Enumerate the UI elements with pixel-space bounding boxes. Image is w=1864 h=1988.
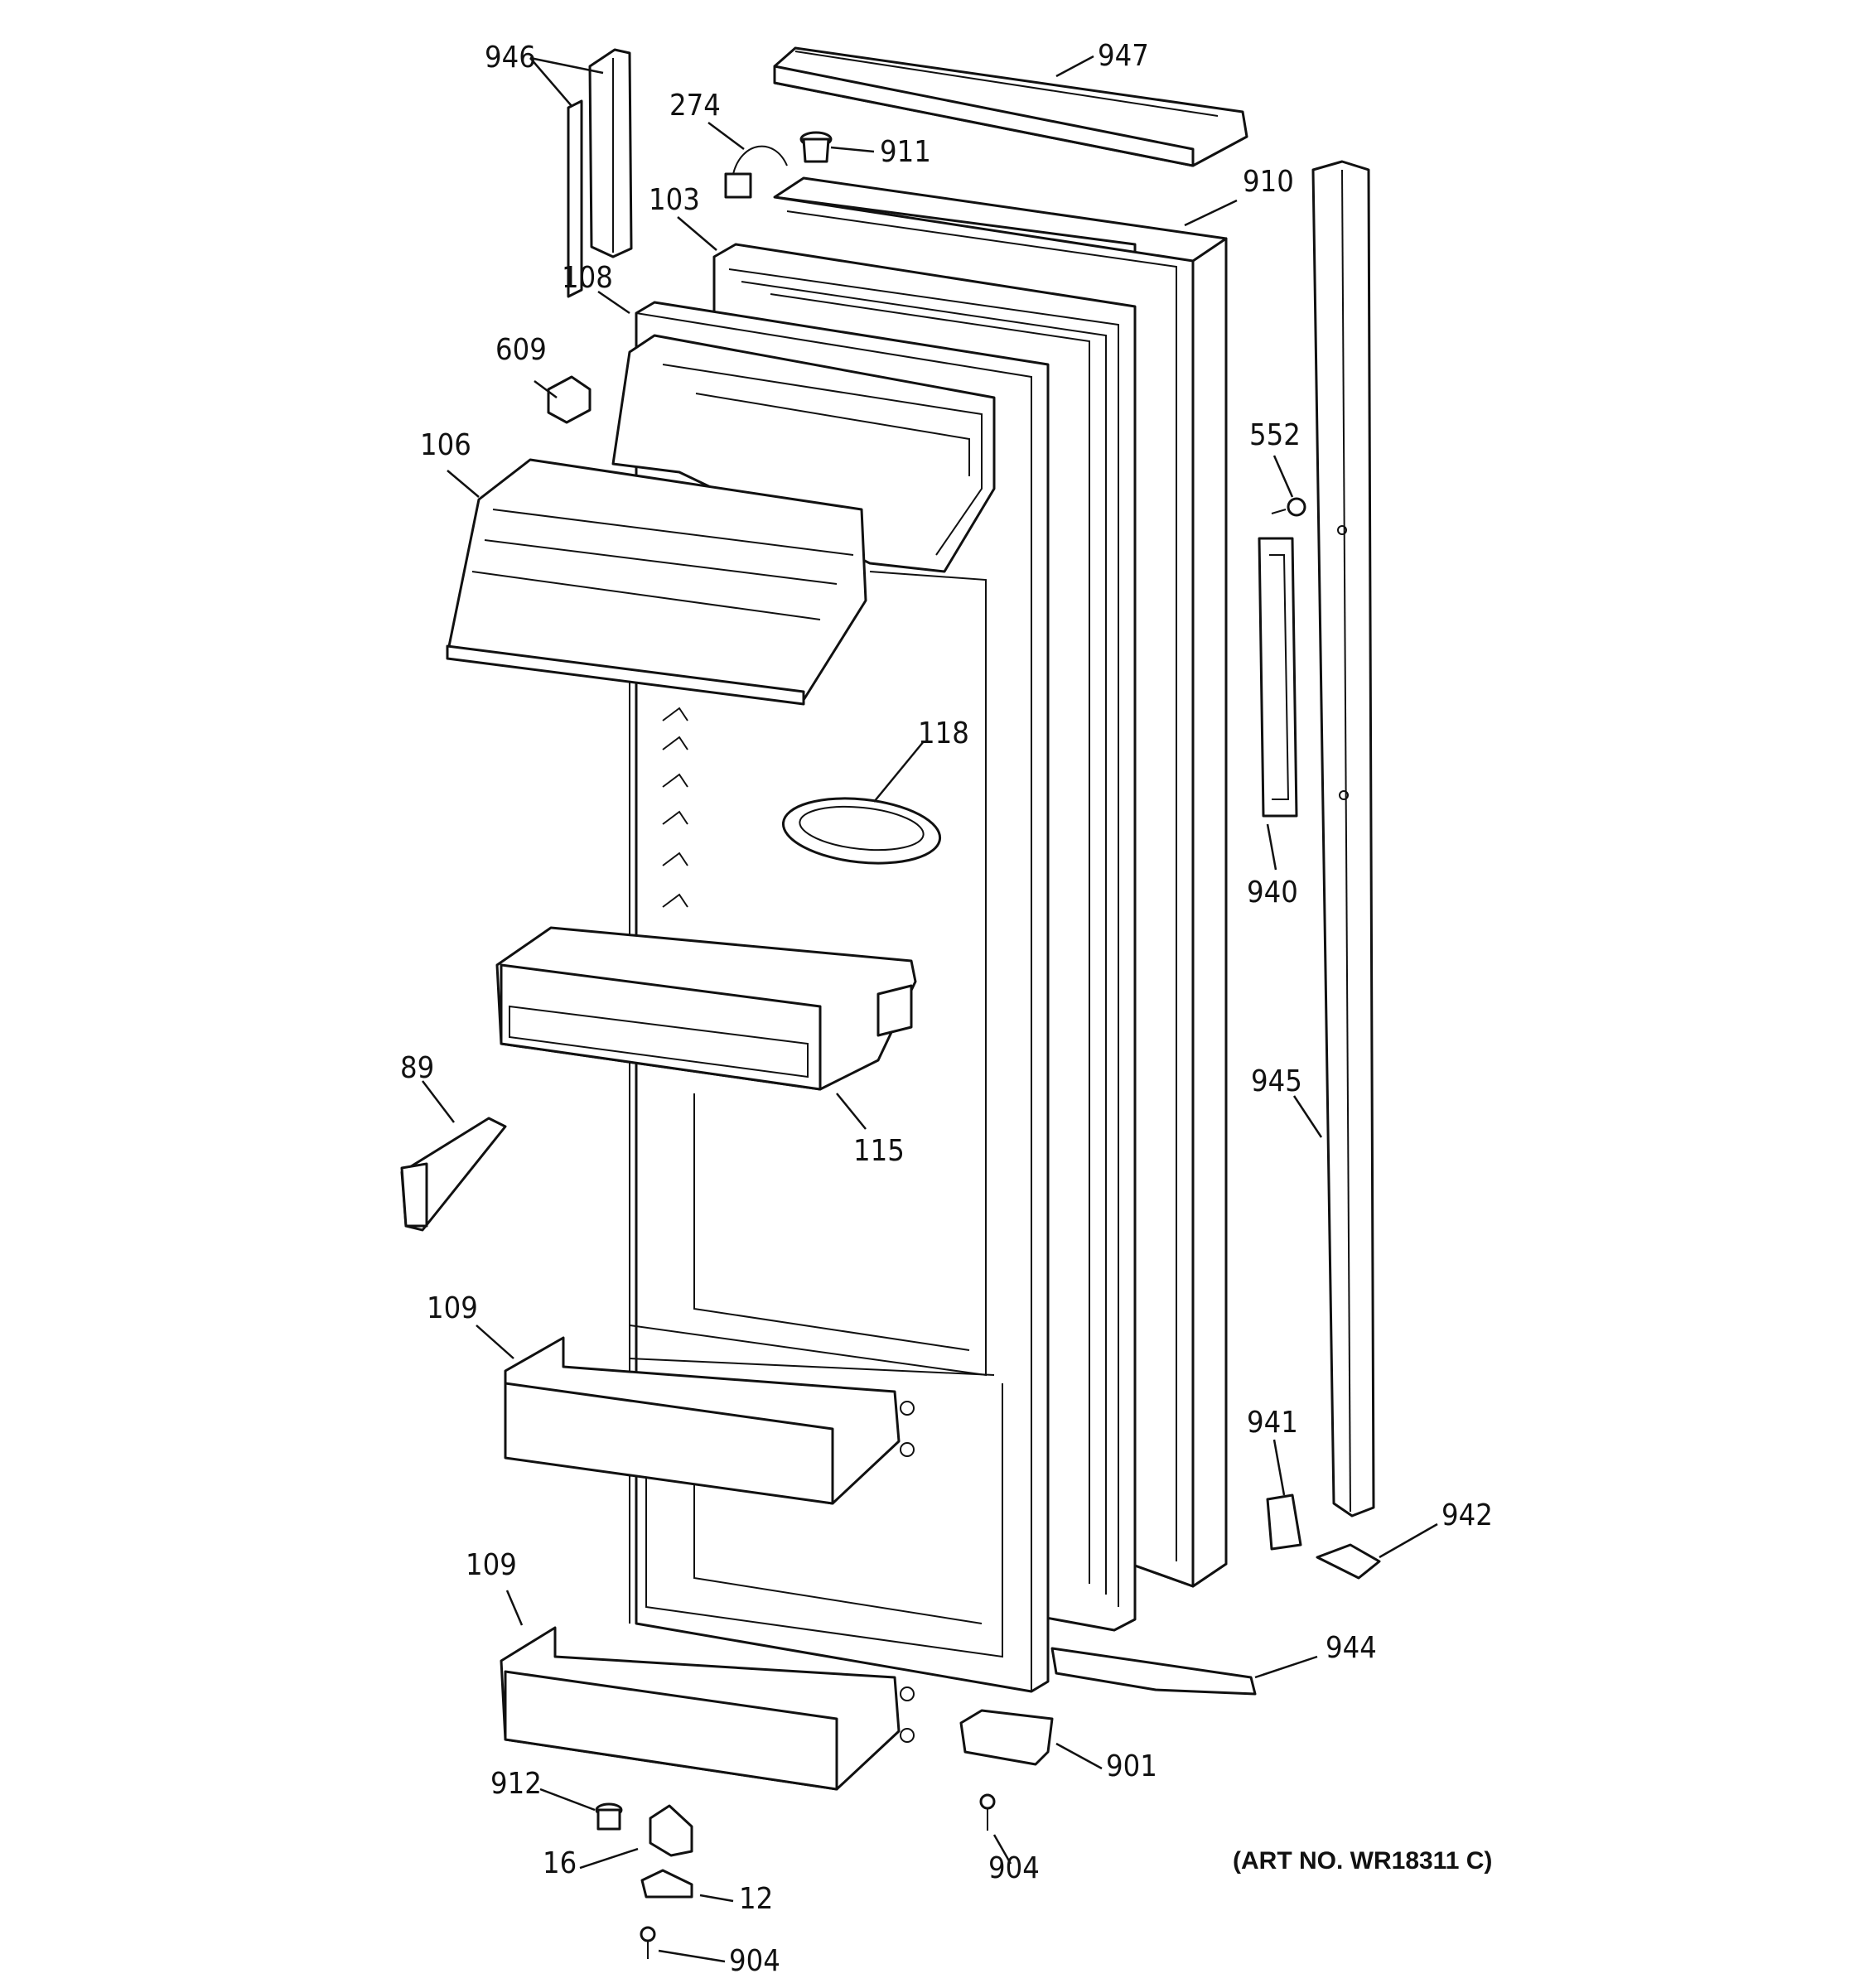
label-946: 946 [485,41,536,75]
part-118-egg-tray [781,797,942,865]
label-940: 940 [1247,876,1298,910]
part-552-screw [1271,497,1306,517]
part-947-door-top-cap [773,46,1248,167]
label-947: 947 [1098,39,1149,73]
leader-lines [422,55,1438,1963]
label-109-upper: 109 [427,1291,478,1325]
part-274-wire-harness [724,145,788,199]
part-109-upper-door-bin [504,1336,915,1505]
part-115-door-bin [495,926,917,1091]
label-944: 944 [1326,1631,1377,1665]
label-108: 108 [562,261,613,295]
part-901-bottom-cap [959,1709,1054,1766]
label-552: 552 [1249,418,1301,452]
label-274: 274 [669,89,721,123]
label-911: 911 [880,135,931,169]
part-940-handle-bracket [1258,537,1298,818]
part-609-switch [547,375,592,424]
art-number: (ART NO. WR18311 C) [1233,1847,1493,1875]
label-904-bottom: 904 [729,1944,780,1978]
label-109-lower: 109 [466,1548,517,1582]
label-945: 945 [1251,1064,1302,1098]
part-16-bottom-hinge [649,1804,693,1857]
part-904-screw-right [979,1793,996,1831]
label-12: 12 [739,1882,774,1916]
label-103: 103 [649,183,700,217]
part-89-dispenser-cover [400,1117,507,1232]
part-945-door-handle [1311,160,1375,1518]
label-89: 89 [400,1051,435,1085]
part-941-hinge-bracket [1266,1493,1302,1551]
label-609: 609 [495,333,547,367]
label-115: 115 [853,1134,905,1168]
part-12-bracket [640,1869,693,1899]
part-911-plug [799,131,833,163]
label-904-right: 904 [988,1851,1040,1885]
part-912-plug [595,1802,623,1831]
part-944-bottom-rail [1050,1647,1257,1696]
part-904-screw-bottom [640,1926,656,1959]
label-910: 910 [1243,165,1294,199]
label-942: 942 [1441,1498,1493,1532]
part-946-trim-strips [567,48,633,298]
label-941: 941 [1247,1406,1298,1440]
label-16: 16 [543,1846,577,1880]
part-109-lower-door-bin [500,1626,915,1791]
label-118: 118 [918,717,969,750]
label-901: 901 [1106,1749,1157,1783]
label-106: 106 [420,428,471,462]
part-942-hinge [1316,1543,1381,1580]
part-106-dairy-cover [446,458,867,706]
label-912: 912 [490,1767,542,1801]
